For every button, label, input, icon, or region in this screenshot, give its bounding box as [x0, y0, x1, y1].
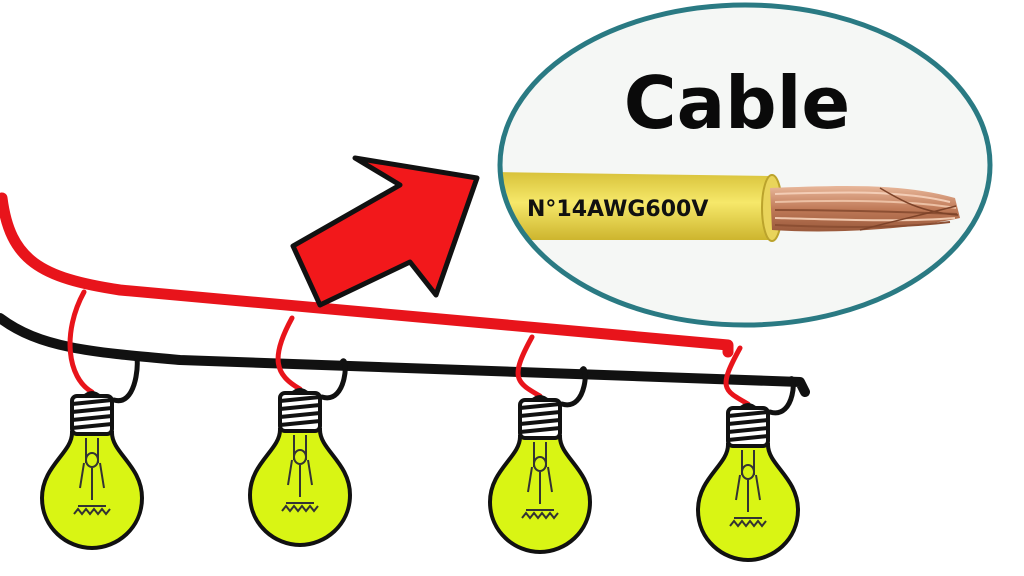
- base-contact: [738, 403, 758, 408]
- callout-bubble: [500, 5, 990, 325]
- base-thread: [519, 426, 561, 434]
- bulb-filament: [73, 438, 111, 516]
- base-contact: [290, 388, 310, 393]
- neutral-drop-wire: [111, 351, 140, 404]
- callout-border: [497, 2, 993, 328]
- base-thread: [71, 422, 113, 430]
- light-bulb: [487, 334, 593, 555]
- copper-strands: [770, 186, 960, 232]
- base-thread: [519, 418, 561, 426]
- live-drop-wire: [515, 334, 543, 399]
- base-thread: [727, 410, 769, 418]
- base-thread: [71, 414, 113, 422]
- base-thread: [279, 395, 321, 403]
- base-contact: [530, 395, 550, 400]
- base-thread: [71, 406, 113, 414]
- base-thread: [519, 402, 561, 410]
- callout-title: Cable: [624, 61, 850, 145]
- cable-callout: Cable N°14AWG600V: [497, 2, 993, 328]
- pointer-arrow: [290, 155, 480, 308]
- filament-bead: [533, 456, 547, 472]
- neutral-drop-wire: [319, 358, 348, 401]
- base-thread: [71, 398, 113, 406]
- bulb-filament: [521, 442, 559, 520]
- bulb-row: [39, 289, 801, 563]
- live-drop-wire: [275, 315, 303, 392]
- neutral-drop-wire: [767, 376, 796, 416]
- wire-gauge-label: N°14AWG600V: [527, 197, 708, 222]
- live-drop-wire: [723, 345, 751, 407]
- base-thread: [727, 426, 769, 434]
- light-bulb: [695, 345, 801, 563]
- live-drop-wire: [67, 289, 95, 395]
- neutral-wire: [0, 313, 810, 397]
- filament-bead: [293, 449, 307, 465]
- light-bulb: [39, 289, 145, 551]
- filament-bead: [85, 452, 99, 468]
- bulb-filament: [729, 450, 767, 528]
- base-thread: [279, 403, 321, 411]
- bulb-filament: [281, 435, 319, 513]
- base-thread: [279, 419, 321, 427]
- light-bulb: [247, 315, 353, 548]
- base-thread: [519, 410, 561, 418]
- neutral-drop-wire: [559, 366, 588, 408]
- base-contact: [82, 391, 102, 396]
- live-wire: [0, 192, 734, 358]
- base-thread: [727, 434, 769, 442]
- base-thread: [279, 411, 321, 419]
- base-thread: [727, 418, 769, 426]
- filament-bead: [741, 464, 755, 480]
